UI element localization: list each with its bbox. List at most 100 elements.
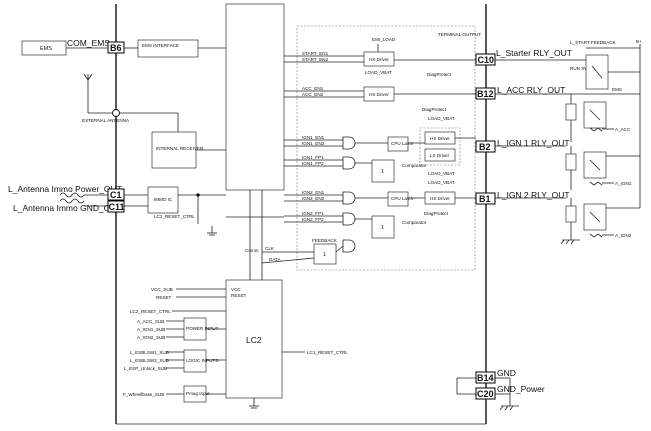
sw1-sub-label: L_ESBLSW1_SUB bbox=[130, 350, 169, 355]
ign1-cpu-latch-label: CPU Latch bbox=[391, 141, 414, 146]
ign2-cpu-latch-label: CPU Latch bbox=[391, 196, 414, 201]
pin-b2-label: B2 bbox=[479, 142, 491, 152]
ground-icon bbox=[207, 226, 217, 236]
ign1-ls-driver bbox=[424, 148, 456, 162]
ign2-load-vbat-label: LOAD_VBAT bbox=[428, 180, 455, 185]
a-ign2-sub-label: A_IGN2_SUB bbox=[137, 335, 165, 340]
antenna-icon bbox=[83, 73, 93, 113]
ign1-relay-contact-icon bbox=[589, 159, 601, 171]
antenna-coil-icon bbox=[59, 192, 85, 204]
immo-ic-block bbox=[147, 186, 179, 214]
starter-rly-out-label: L_Starter RLY_OUT bbox=[496, 48, 572, 58]
lc2-vcc-pin-label: VCC bbox=[231, 287, 241, 292]
reset-label: RESET bbox=[156, 295, 172, 300]
a-acc-sub-label: A_ACC_SUB bbox=[137, 319, 164, 324]
ign1-relay-coil bbox=[565, 153, 577, 171]
ign1-cpu-latch bbox=[387, 136, 409, 152]
gnd-label: GND bbox=[497, 368, 516, 378]
feedback-link bbox=[335, 245, 344, 253]
pin-b14 bbox=[475, 371, 496, 384]
a-ign1-label: A_IGN1 bbox=[615, 181, 632, 186]
ign1-fp2-label: IGN1_FP2 bbox=[302, 161, 324, 166]
ign1-en1-label: IGN1_EN1 bbox=[302, 135, 325, 140]
starter-relay-contact-icon bbox=[591, 65, 603, 79]
lc2-label: LC2 bbox=[246, 335, 262, 345]
ems-interface-block bbox=[137, 39, 199, 58]
data-wire bbox=[261, 257, 315, 264]
run-sw-label: RUN SW bbox=[570, 66, 589, 71]
acc-en1-label: ACC_EN1 bbox=[302, 86, 324, 91]
antenna-gnd-out-label: L_Antenna Immo GND_OUT bbox=[13, 203, 122, 213]
ign1-and-gate-icon bbox=[342, 136, 356, 150]
mcu-block bbox=[225, 3, 285, 191]
data-label: DATA bbox=[269, 257, 282, 262]
comm-label: Comm bbox=[245, 248, 259, 253]
bplus-label: B+ bbox=[636, 39, 642, 44]
ign1-ls-driver-label: LS Driver bbox=[430, 153, 450, 158]
pin-c10-label: C10 bbox=[478, 55, 495, 65]
ems-interface-label: EMS INTERFACE bbox=[142, 43, 179, 48]
antenna-power-out-label: L_Antenna Immo Power_OUT bbox=[8, 184, 122, 194]
relay-ground-icon bbox=[560, 239, 580, 245]
ign2-en2-label: IGN2_EN2 bbox=[302, 196, 325, 201]
pin-c11 bbox=[107, 200, 125, 213]
acc-hs-driver-label: HS Driver bbox=[369, 92, 389, 97]
ign1-or-block bbox=[371, 159, 395, 183]
ign2-cpu-latch bbox=[387, 191, 409, 207]
a-acc-label: A_ACC bbox=[615, 127, 631, 132]
lc2-block bbox=[225, 279, 283, 399]
ign1-rly-out-label: L_IGN 1 RLY_OUT bbox=[497, 138, 570, 148]
ign1-or-label: 1 bbox=[381, 169, 384, 175]
output-pin-c10: C10 bbox=[475, 53, 496, 66]
output-pin-b2: B2 bbox=[475, 140, 496, 153]
driver-frame bbox=[296, 25, 476, 271]
pin-b12-label: B12 bbox=[477, 89, 494, 99]
ign2-hs-driver-label: HS Driver bbox=[430, 196, 450, 201]
lc1-reset-ctrl-label: LC1_RESET_CTRL bbox=[307, 350, 348, 355]
start-en2-label: START_EN2 bbox=[302, 57, 329, 62]
chassis-ground-icon bbox=[499, 405, 519, 411]
ign2-fp2-label: IGN2_FP2 bbox=[302, 217, 324, 222]
prm-input-label: F_Wheellbase_SUB bbox=[123, 392, 164, 397]
start-hs-driver-label: HS Driver bbox=[369, 57, 389, 62]
ign1-hs-driver-label: HS Driver bbox=[430, 136, 450, 141]
pin-b14-label: B14 bbox=[477, 373, 494, 383]
ign2-rly-out-label: L_IGN 2 RLY_OUT bbox=[497, 190, 570, 200]
acc-rly-out-label: L_ACC RLY_OUT bbox=[497, 85, 565, 95]
com-ems-label: COM_EMS bbox=[67, 38, 110, 48]
ign2-comparator-label: Comparator bbox=[402, 220, 427, 225]
ign2-relay-coil bbox=[565, 205, 577, 223]
terminal-block-label: TERMINAL OUTPUT bbox=[438, 32, 481, 37]
ign2-or-block bbox=[371, 215, 395, 239]
ign2-en1-label: IGN2_EN1 bbox=[302, 190, 325, 195]
ign1-fuse-icon bbox=[589, 181, 603, 186]
ign1-load-vbat-2-label: LOAD_VBAT bbox=[428, 171, 455, 176]
output-pin-b1: B1 bbox=[475, 192, 496, 205]
a-ign1-sub-label: A_IGN1_SUB bbox=[137, 327, 165, 332]
start-hs-driver bbox=[363, 51, 395, 67]
feedback-and-gate-icon bbox=[342, 239, 356, 253]
lc2-ground-icon bbox=[249, 398, 259, 409]
pin-c20 bbox=[475, 387, 496, 400]
ign2-fuse-icon bbox=[589, 233, 603, 238]
start-diag-label: DiagProtect bbox=[427, 72, 452, 77]
acc-fuse-icon bbox=[589, 127, 603, 132]
ems-block-label: EMS bbox=[40, 46, 52, 52]
feedback-gate-block bbox=[313, 243, 337, 265]
ign2-or-label: 1 bbox=[381, 225, 384, 231]
clk-label: CLK bbox=[265, 246, 275, 251]
feedback-label: FEEDBACK bbox=[312, 238, 338, 243]
ign2-relay-contact-icon bbox=[589, 211, 601, 223]
prm-input-box-label: Pmag Input bbox=[186, 391, 210, 396]
pin-c20-label: C20 bbox=[477, 389, 494, 399]
ign1-load-vbat-label: LOAD_VBAT bbox=[428, 116, 455, 121]
antenna-connector-icon bbox=[112, 109, 120, 117]
ign2-fp1-label: IGN2_FP1 bbox=[302, 211, 324, 216]
immo-ic-label: IMMO IC bbox=[154, 197, 173, 202]
power-input-label: POWER INPUT bbox=[186, 326, 219, 331]
lc2-reset-ctrl-label: LC2_RESET_CTRL bbox=[130, 309, 171, 314]
sw2-sub-label: L_ESBLSW2_SUB bbox=[130, 358, 169, 363]
acc-diag-label: DiagProtect bbox=[422, 107, 447, 112]
emi-load-label: EMI_LOAD bbox=[372, 37, 396, 42]
